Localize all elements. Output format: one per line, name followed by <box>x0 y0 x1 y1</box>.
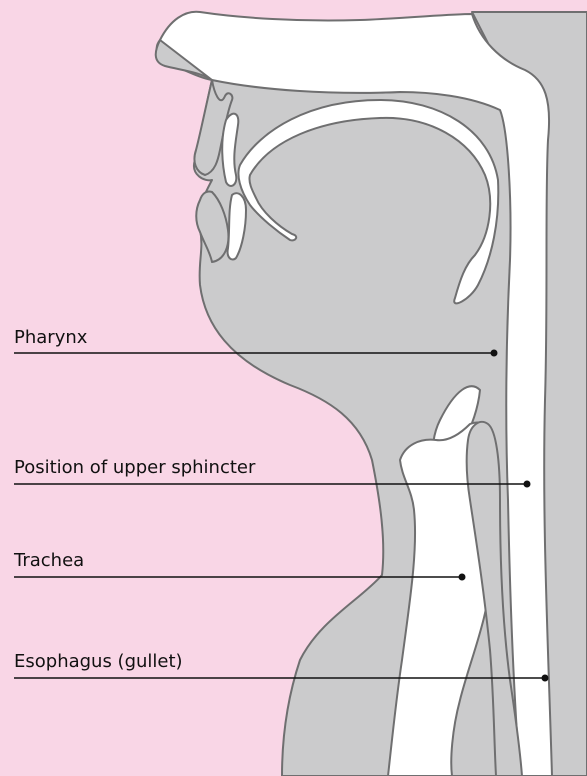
trachea-dot <box>459 574 466 581</box>
esophagus-dot <box>542 675 549 682</box>
upper-sphincter-label: Position of upper sphincter <box>14 458 255 478</box>
upper-sphincter-dot <box>524 481 531 488</box>
pharynx-label: Pharynx <box>14 328 87 348</box>
pharynx-dot <box>491 350 498 357</box>
trachea-label: Trachea <box>14 551 84 571</box>
esophagus-label: Esophagus (gullet) <box>14 652 183 672</box>
